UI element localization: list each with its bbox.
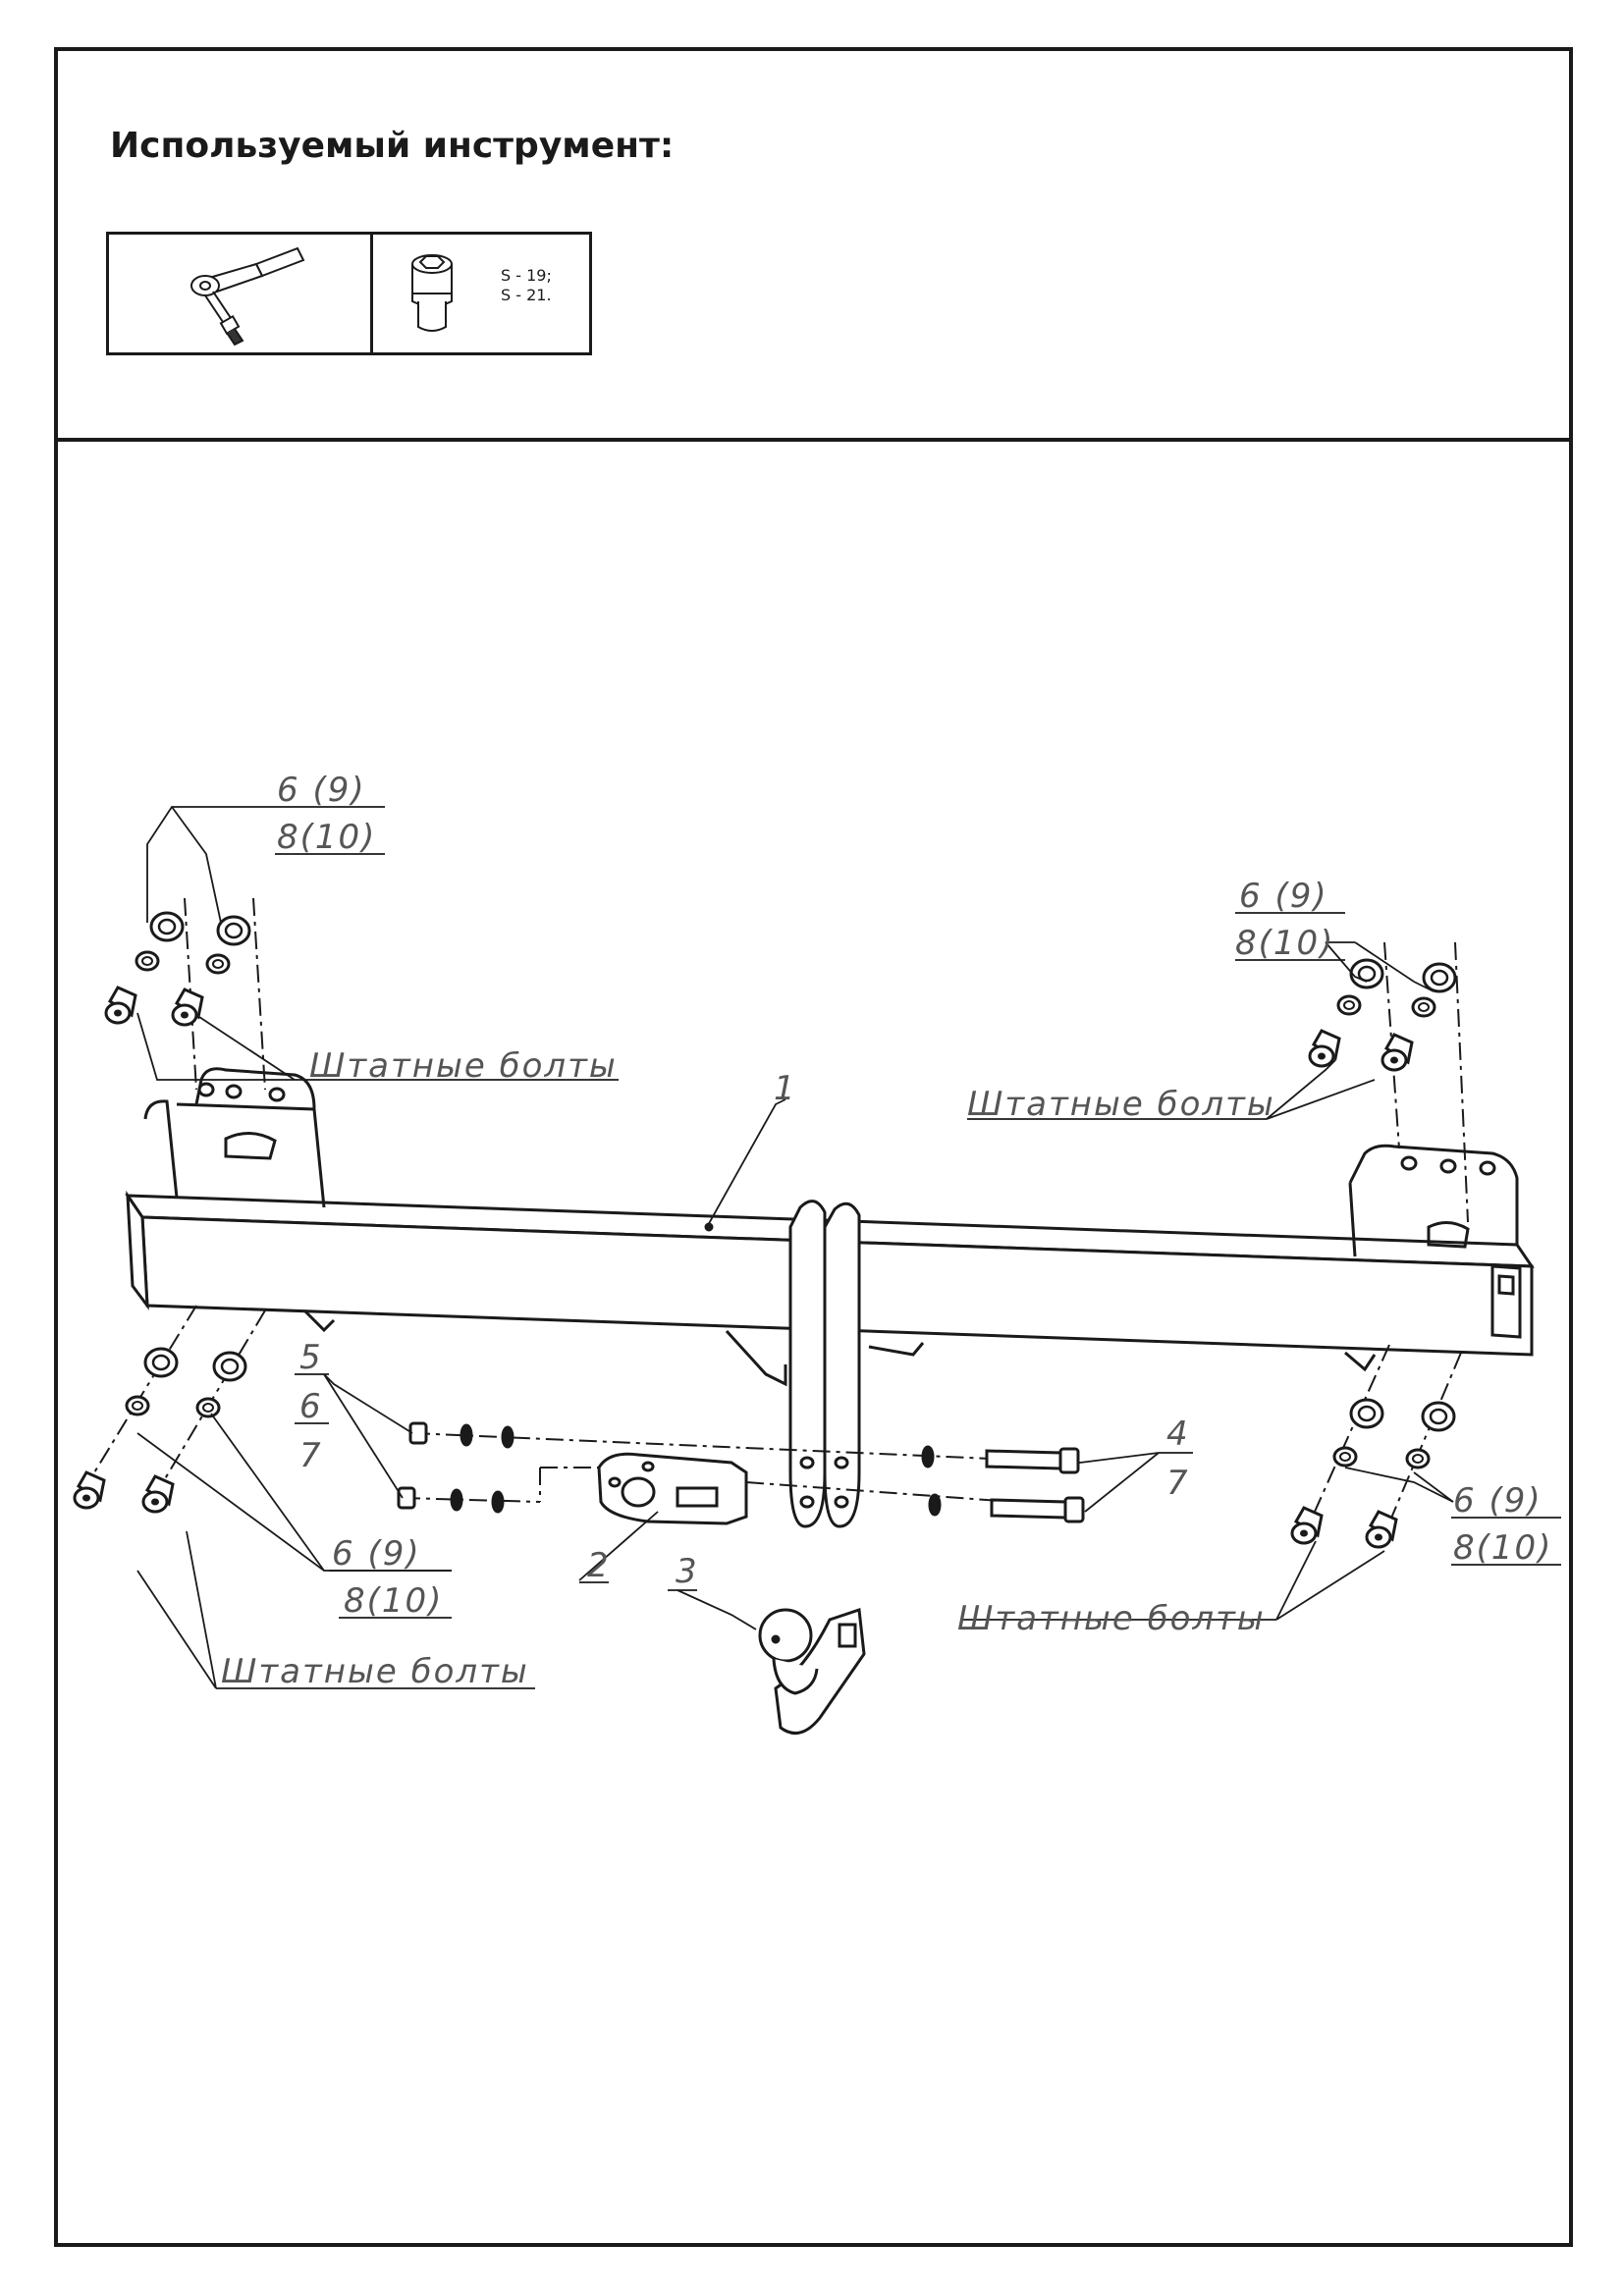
ball-mount-plate-part-2 — [597, 1452, 748, 1525]
label-washer-top-bottom-left: 6 (9) — [332, 1534, 421, 1574]
label-washer-bottom-bottom-left: 8(10) — [344, 1581, 443, 1621]
socket-head-icon — [411, 254, 453, 332]
label-part-7-right: 7 — [1166, 1464, 1190, 1503]
label-washer-top-bottom-right: 6 (9) — [1453, 1481, 1543, 1521]
tools-heading: Используемый инструмент: — [110, 126, 675, 166]
ratchet-wrench-icon — [190, 246, 305, 347]
label-part-7-left: 7 — [299, 1436, 323, 1475]
label-washer-bottom-left: 8(10) — [277, 818, 376, 857]
bottom-left-fasteners — [73, 1305, 266, 1514]
label-standard-bolts-top-left: Штатные болты — [309, 1046, 618, 1086]
label-part-4: 4 — [1166, 1415, 1190, 1454]
socket-size-labels: S - 19; S - 21. — [501, 266, 552, 305]
label-standard-bolts-top-right: Штатные болты — [967, 1085, 1275, 1124]
label-washer-bottom-bottom-right: 8(10) — [1453, 1528, 1552, 1568]
page-frame — [54, 47, 1573, 2247]
tools-table: S - 19; S - 21. — [106, 232, 592, 355]
label-standard-bolts-bottom-left: Штатные болты — [221, 1652, 529, 1691]
label-standard-bolts-bottom-right: Штатные болты — [957, 1599, 1266, 1638]
label-part-1: 1 — [774, 1069, 797, 1108]
label-washer-top-left: 6 (9) — [277, 771, 366, 810]
label-washer-top-right: 6 (9) — [1239, 877, 1328, 916]
label-part-3: 3 — [676, 1552, 699, 1591]
callout-labels: 6 (9) 8(10) Штатные болты 6 (9) 8(10) Шт… — [221, 771, 1561, 1691]
socket-size-19: S - 19; — [501, 266, 552, 285]
top-left-fasteners — [104, 897, 266, 1091]
socket-size-21: S - 21. — [501, 286, 552, 304]
label-washer-bottom-right: 8(10) — [1235, 924, 1334, 963]
section-divider — [54, 438, 1573, 442]
center-hardware — [397, 1421, 1085, 1523]
bottom-right-fasteners — [1290, 1344, 1462, 1549]
label-part-2: 2 — [587, 1546, 611, 1585]
tow-ball-part-3 — [758, 1607, 866, 1735]
top-right-fasteners — [1308, 941, 1469, 1223]
ratchet-cell — [109, 235, 373, 352]
label-part-6: 6 — [299, 1387, 323, 1426]
socket-cell: S - 19; S - 21. — [373, 235, 589, 352]
crossbeam-part-1 — [125, 1067, 1535, 1528]
label-part-5: 5 — [299, 1338, 323, 1377]
